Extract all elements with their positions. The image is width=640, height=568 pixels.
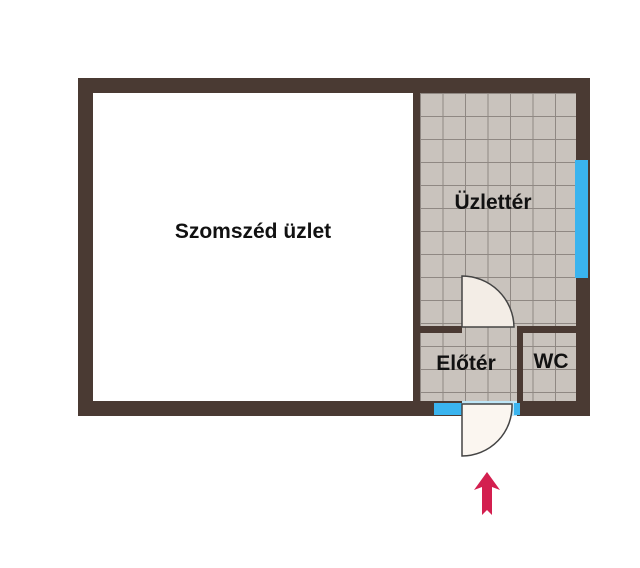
interior-wall-wc: [517, 333, 523, 401]
entrance-door-swing: [461, 403, 513, 457]
label-neighbor-shop: Szomszéd üzlet: [174, 220, 332, 243]
entrance-arrow-icon: [474, 472, 500, 515]
label-shop: Üzlettér: [454, 191, 532, 214]
room-neighbor-shop: [93, 93, 413, 401]
interior-wall: [517, 326, 576, 333]
window-right: [575, 160, 588, 278]
room-shop-floor: [420, 93, 576, 401]
interior-wall: [420, 326, 462, 333]
label-hall: Előtér: [436, 352, 496, 375]
inner-door-swing: [461, 275, 515, 328]
window-bottom-small: [514, 403, 520, 415]
window-bottom: [434, 403, 462, 415]
label-wc: WC: [533, 350, 569, 373]
